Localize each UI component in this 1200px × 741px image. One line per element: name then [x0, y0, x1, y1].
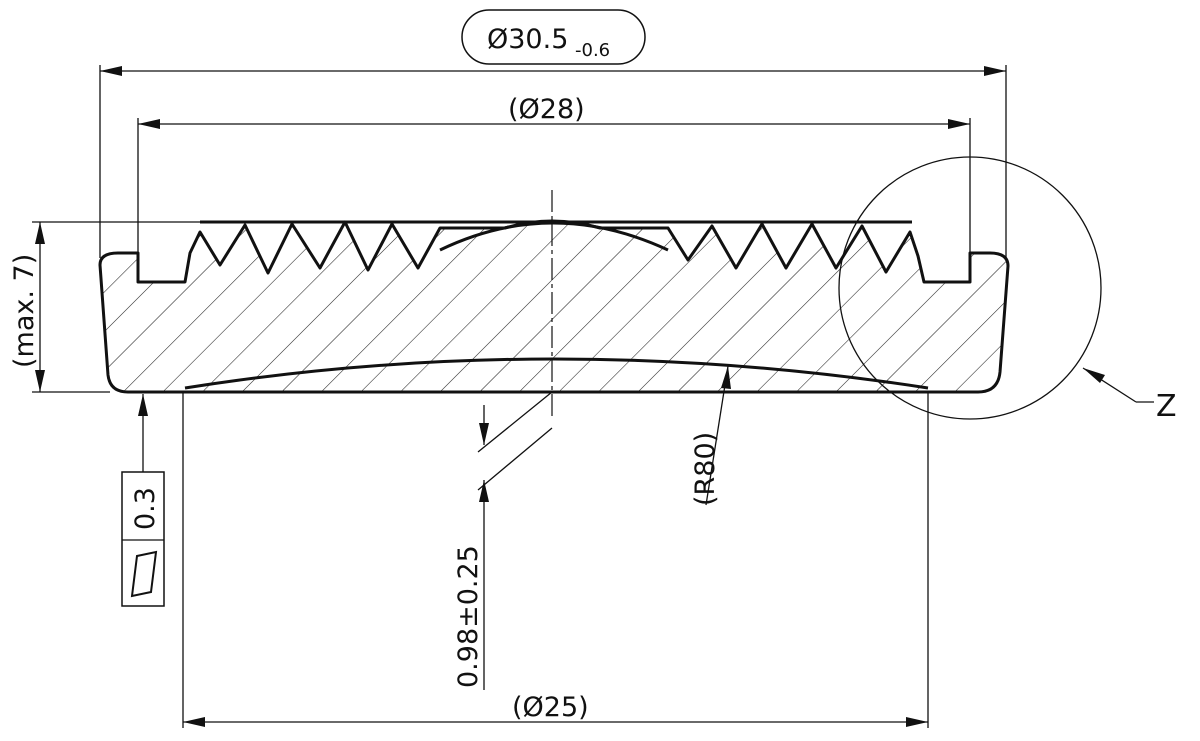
flatness-value: 0.3 — [130, 487, 161, 530]
detail-label: Z — [1156, 389, 1177, 424]
flatness-callout: 0.3 — [121, 394, 165, 607]
part-outline — [98, 219, 1010, 394]
dimension-inner-diameter: (Ø28) — [138, 94, 970, 129]
depth-label: 0.98±0.25 — [453, 545, 484, 688]
section-hatching — [100, 221, 1008, 392]
dimension-bottom-diameter: (Ø25) — [183, 692, 928, 727]
flatness-symbol-icon — [130, 550, 158, 598]
top-dome — [439, 221, 669, 252]
extension-lines — [32, 65, 1007, 728]
outer-diameter-label: Ø30.5 — [487, 24, 568, 55]
dimension-height: (max. 7) — [9, 222, 45, 392]
dimension-radius: (R80) — [690, 365, 731, 506]
inner-diameter-label: (Ø28) — [508, 94, 585, 125]
detail-z-callout: Z — [838, 156, 1177, 424]
radius-label: (R80) — [690, 432, 721, 506]
dimension-depth: 0.98±0.25 — [453, 391, 553, 690]
bottom-concave-curve — [184, 357, 929, 390]
bottom-diameter-label: (Ø25) — [512, 692, 589, 723]
dimension-outer-diameter: Ø30.5 -0.6 — [100, 9, 1006, 76]
height-label: (max. 7) — [9, 254, 40, 368]
outer-tolerance-label: -0.6 — [575, 40, 610, 61]
